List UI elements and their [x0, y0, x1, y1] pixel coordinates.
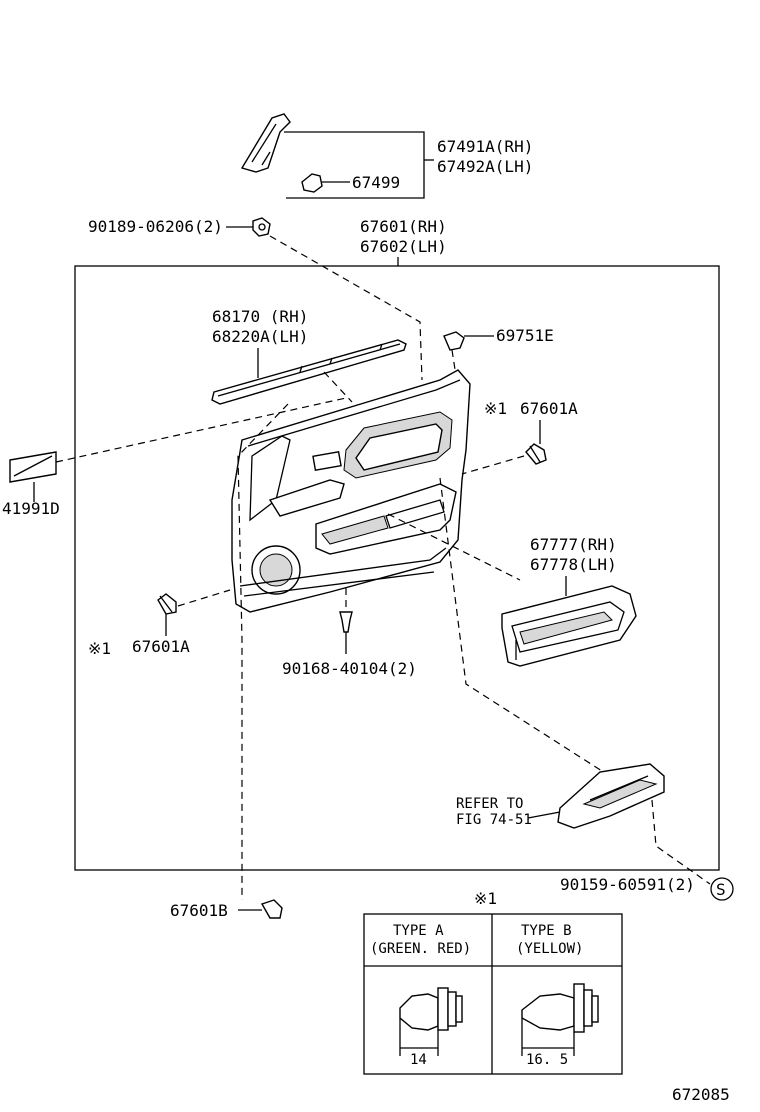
- type-b-dimension: 16. 5: [526, 1052, 568, 1068]
- type-a-dimension: 14: [410, 1052, 427, 1068]
- garnish-67491a: [240, 113, 291, 173]
- label-67491a: 67491A(RH): [437, 137, 533, 156]
- label-67777: 67777(RH): [530, 535, 617, 554]
- label-90159: 90159-60591(2): [560, 875, 695, 894]
- clip-67601a-left: [157, 593, 177, 615]
- type-a-clip-drawing: [399, 987, 463, 1056]
- label-67601a-left: 67601A: [132, 637, 190, 656]
- label-67601rh: 67601(RH): [360, 217, 447, 236]
- type-b-title: TYPE B: [521, 923, 572, 939]
- figure-number: 672085: [672, 1085, 730, 1104]
- note-mark-table: ※1: [474, 889, 497, 908]
- label-67602lh: 67602(LH): [360, 237, 447, 256]
- clip-67499: [301, 173, 350, 193]
- clip-69751e: [443, 331, 494, 351]
- screw-90168: [339, 611, 353, 654]
- door-trim-panel-67601: [231, 369, 471, 613]
- label-41991d: 41991D: [2, 499, 60, 518]
- clip-90189: [252, 217, 271, 237]
- inside-handle-bezel: [557, 763, 665, 829]
- circle-s-text: S: [716, 880, 726, 899]
- label-67499: 67499: [352, 173, 400, 192]
- pad-41991d: [9, 451, 57, 483]
- assembly-frame: [74, 265, 720, 871]
- note-mark-right: ※1: [484, 399, 507, 418]
- label-refer-to: REFER TO: [456, 796, 523, 812]
- type-b-clip-drawing: [521, 983, 599, 1056]
- clip-67601b: [260, 899, 283, 919]
- label-68220a: 68220A(LH): [212, 327, 308, 346]
- label-67778: 67778(LH): [530, 555, 617, 574]
- label-67601a-right: 67601A: [520, 399, 578, 418]
- label-69751e: 69751E: [496, 326, 554, 345]
- type-b-color: (YELLOW): [516, 941, 583, 957]
- label-90189: 90189-06206(2): [88, 217, 223, 236]
- note-mark-left: ※1: [88, 639, 111, 658]
- type-a-color: (GREEN. RED): [370, 941, 471, 957]
- label-90168: 90168-40104(2): [282, 659, 417, 678]
- label-refer-fig: FIG 74-51: [456, 812, 532, 828]
- clip-67601a-right: [525, 443, 547, 465]
- label-67601b: 67601B: [170, 901, 228, 920]
- clip-type-table: [363, 913, 623, 1075]
- circle-s-marker: [710, 877, 734, 901]
- pull-handle-67777: [501, 585, 637, 667]
- bracket-67491: [284, 131, 425, 199]
- label-67492a: 67492A(LH): [437, 157, 533, 176]
- type-a-title: TYPE A: [393, 923, 444, 939]
- label-68170: 68170 (RH): [212, 307, 308, 326]
- weatherstrip-68170: [211, 339, 407, 405]
